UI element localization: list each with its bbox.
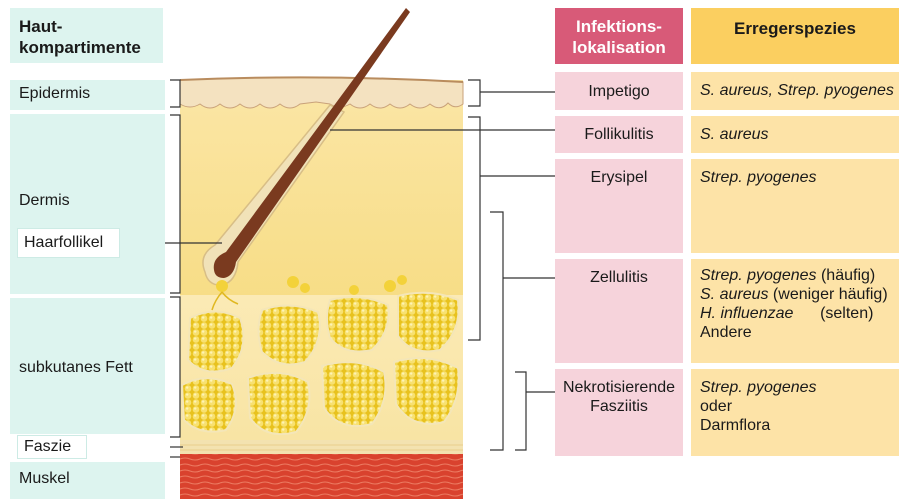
pathogen-species: S. aureus [700, 126, 768, 143]
pathogen-line: S. aureus [700, 125, 899, 144]
compartments-header: Haut- kompartimente [10, 8, 163, 63]
infection-label: Erysipel [591, 168, 648, 253]
pathogen-line: Darmflora [700, 416, 899, 435]
pathogen-impetigo: S. aureus, Strep. pyogenes [691, 72, 899, 110]
pathogen-species: Strep. pyogenes [700, 379, 817, 396]
pathogen-zellulitis: Strep. pyogenes (häufig)S. aureus (wenig… [691, 259, 899, 363]
hair-bulb [216, 280, 228, 292]
infection-erysipel: Erysipel [555, 159, 683, 253]
pathogen-erysipel: Strep. pyogenes [691, 159, 899, 253]
infection-zellulitis: Zellulitis [555, 259, 683, 363]
pathogen-line: S. aureus, Strep. pyogenes [700, 81, 899, 100]
label-muskel: Muskel [10, 462, 165, 499]
label-haarfollikel: Haarfollikel [17, 228, 120, 258]
pathogen-note: Darmflora [700, 417, 770, 434]
infection-follikulitis: Follikulitis [555, 116, 683, 153]
pathogen-line: Strep. pyogenes (häufig) [700, 266, 899, 285]
pathogen-note: Andere [700, 324, 752, 341]
label-faszie: Faszie [17, 435, 87, 459]
pathogen-note: (häufig) [817, 267, 876, 284]
pathogen-species: S. aureus, Strep. pyogenes [700, 82, 894, 99]
pathogen-note: oder [700, 398, 732, 415]
pathogen-note: (selten) [793, 305, 873, 322]
infection-label: Nekrotisierende Fasziitis [563, 378, 675, 456]
infection-impetigo: Impetigo [555, 72, 683, 110]
infection-label: Impetigo [588, 82, 649, 101]
pathogen-note: (weniger häufig) [768, 286, 887, 303]
fascia-layer [180, 440, 463, 454]
pathogen-line: Andere [700, 323, 899, 342]
pathogen-line: H. influenzae (selten) [700, 304, 899, 323]
pathogen-line: S. aureus (weniger häufig) [700, 285, 899, 304]
pathogen-line: Strep. pyogenes [700, 168, 899, 187]
pathogen-species: H. influenzae [700, 305, 793, 322]
label-epidermis: Epidermis [10, 80, 165, 110]
pathogen-line: Strep. pyogenes [700, 378, 899, 397]
infection-label: Zellulitis [590, 268, 648, 363]
pathogen-species: Strep. pyogenes [700, 267, 817, 284]
label-dermis: Dermis [19, 192, 70, 210]
muscle-layer [180, 454, 463, 499]
infection-header: Infektions- lokalisation [555, 8, 683, 64]
pathogen-follikulitis: S. aureus [691, 116, 899, 153]
label-subkutanes-fett: subkutanes Fett [19, 359, 133, 377]
pathogen-species: S. aureus [700, 286, 768, 303]
pathogen-line: oder [700, 397, 899, 416]
pathogen-header: Erregerspezies [691, 8, 899, 64]
infection-fasziitis: Nekrotisierende Fasziitis [555, 369, 683, 456]
pathogen-species: Strep. pyogenes [700, 169, 817, 186]
infection-label: Follikulitis [584, 125, 653, 144]
